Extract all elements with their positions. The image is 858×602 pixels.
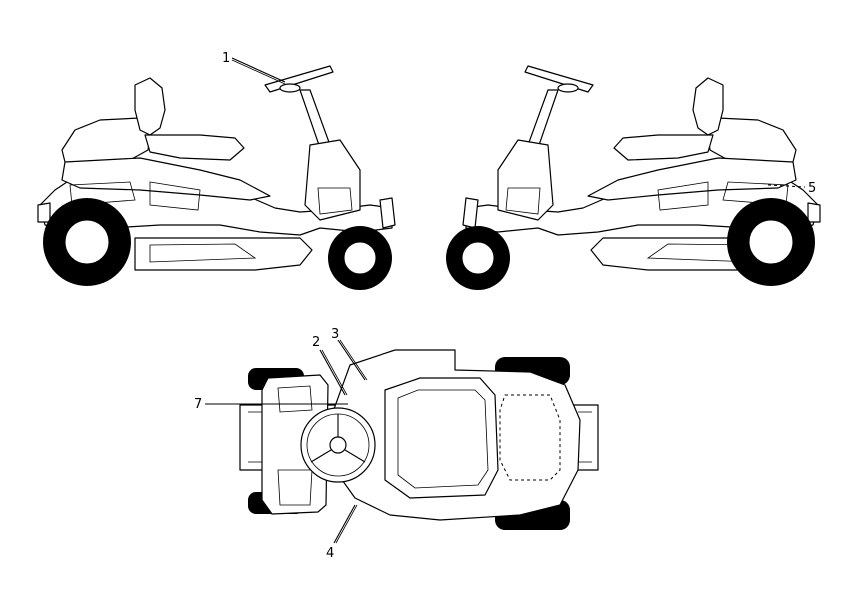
callout-7: 7	[194, 397, 348, 412]
callout-1: 1	[222, 51, 286, 85]
left-side-view	[37, 65, 396, 290]
callout-label-7: 7	[194, 397, 202, 412]
callout-label-2: 2	[312, 335, 320, 350]
callout-5: 5	[767, 181, 816, 196]
callout-2: 2	[312, 335, 348, 396]
callout-label-4: 4	[326, 546, 334, 561]
top-view	[239, 349, 599, 530]
callout-4: 4	[326, 504, 358, 561]
callout-3: 3	[331, 327, 368, 381]
callout-label-5: 5	[808, 181, 816, 196]
callout-label-3: 3	[331, 327, 339, 342]
callout-label-1: 1	[222, 51, 230, 66]
right-side-view	[446, 65, 821, 290]
